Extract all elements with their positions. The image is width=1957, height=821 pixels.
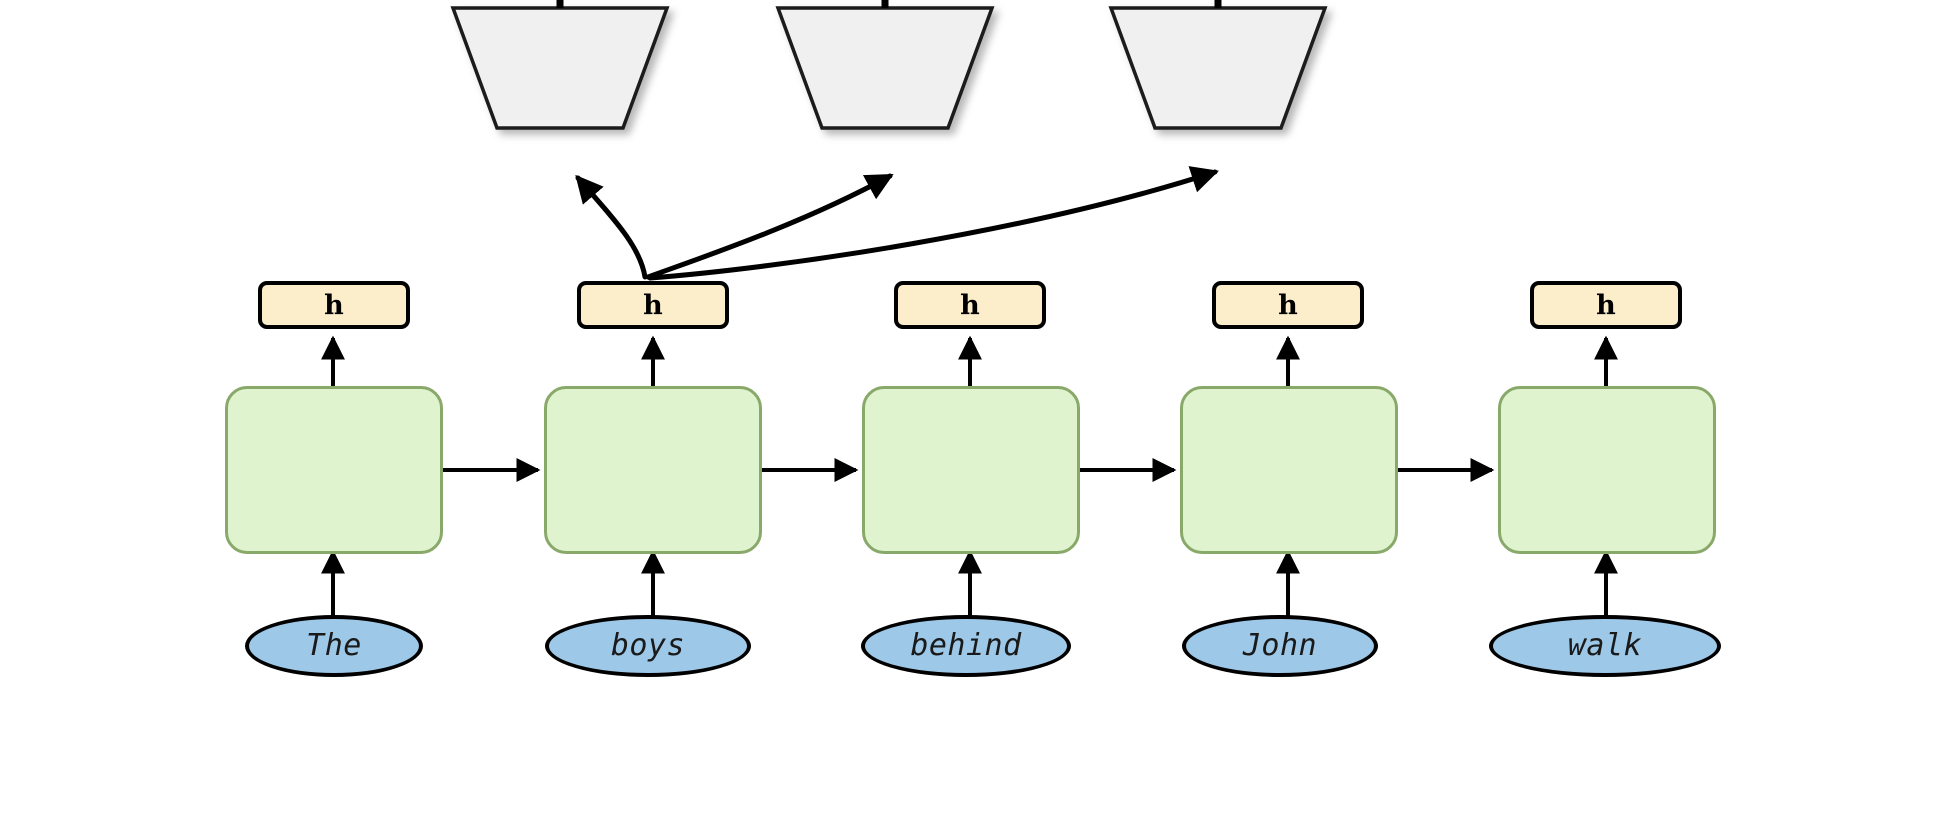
- output-trapezoid-2[interactable]: [770, 0, 1000, 150]
- hidden-state-box-1[interactable]: h: [258, 281, 410, 329]
- token-ellipse-behind[interactable]: behind: [861, 615, 1071, 677]
- rnn-cell-1[interactable]: [225, 386, 443, 554]
- token-ellipse-walk[interactable]: walk: [1489, 615, 1721, 677]
- output-trapezoid-1[interactable]: [445, 0, 675, 150]
- edge-state-to-output-3: [647, 166, 1219, 281]
- hidden-state-box-3[interactable]: h: [894, 281, 1046, 329]
- edges-token-to-cell: [321, 549, 1618, 620]
- edges-state-to-output: [575, 166, 1219, 281]
- hidden-state-box-5[interactable]: h: [1530, 281, 1682, 329]
- token-ellipse-the[interactable]: The: [245, 615, 423, 677]
- token-ellipse-boys[interactable]: boys: [545, 615, 751, 677]
- hidden-state-box-4[interactable]: h: [1212, 281, 1364, 329]
- rnn-cell-2[interactable]: [544, 386, 762, 554]
- rnn-cell-3[interactable]: [862, 386, 1080, 554]
- rnn-cell-4[interactable]: [1180, 386, 1398, 554]
- hidden-state-box-2[interactable]: h: [577, 281, 729, 329]
- edges-cell-to-state: [321, 335, 1618, 388]
- token-ellipse-john[interactable]: John: [1182, 615, 1378, 677]
- edge-state-to-output-1: [575, 174, 648, 280]
- output-trapezoid-3[interactable]: [1103, 0, 1333, 150]
- rnn-cell-5[interactable]: [1498, 386, 1716, 554]
- edge-state-to-output-2: [645, 173, 894, 280]
